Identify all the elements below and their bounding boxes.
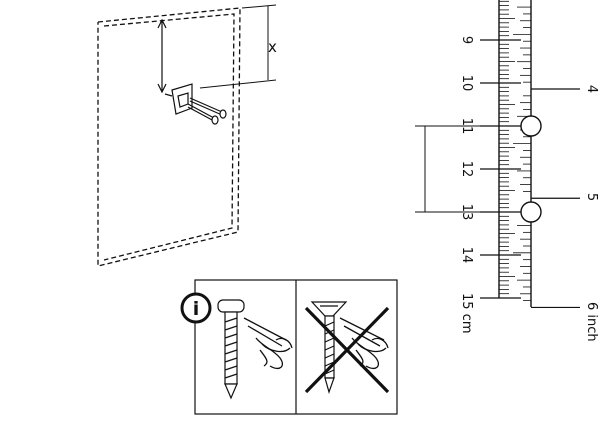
cross-out-icon [304,306,390,394]
bracket-with-screws [164,83,227,125]
ruler-cm-long-ticks [480,39,521,299]
hole-mark-11cm [520,115,542,137]
cm-labels: 9 10 11 12 13 14 15 cm [459,36,474,334]
hand-icon [243,317,293,370]
svg-text:i: i [193,298,200,320]
height-arrow [157,18,167,94]
countersunk-screw-icon [310,301,348,394]
screw-comparison-panel: i [180,279,398,415]
inch-label-6-inch: 6 inch [584,302,599,342]
inch-label-5: 5 [584,193,599,201]
ruler-inch-ticks [531,88,580,309]
cm-label-12: 12 [459,161,474,178]
info-icon: i [180,292,212,324]
wall-panel [97,7,241,267]
inch-labels: 4 5 6 inch [584,85,599,342]
cm-label-15-cm: 15 cm [459,293,474,334]
hole-mark-13cm [520,201,542,223]
x-dimension-label: x [268,38,277,56]
x-dimension [199,4,277,89]
pan-head-screw-icon [217,299,245,400]
hole-marks [520,115,542,223]
cm-label-9: 9 [459,36,474,44]
inch-label-4: 4 [584,85,599,93]
ruler-ticks [499,0,531,302]
cm-label-14: 14 [459,247,474,264]
hole-spacing-bracket [415,125,480,213]
cm-label-10: 10 [459,75,474,92]
ruler [480,0,580,309]
